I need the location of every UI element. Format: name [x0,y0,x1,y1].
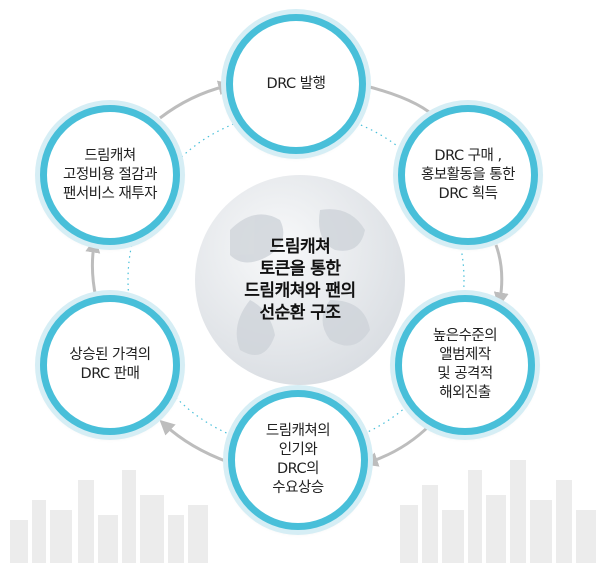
arrow-album-to-popularity [362,423,432,467]
node-album-overseas: 높은수준의 앨범제작 및 공격적 해외진출 [395,295,535,435]
node-label: 드림캐쳐 고정비용 절감과 팬서비스 재투자 [63,147,158,202]
center-title: 드림캐쳐 토큰을 통한 드림캐쳐와 팬의 선순환 구조 [244,237,356,323]
node-popularity-demand: 드림캐쳐의 인기와 DRC의 수요상승 [228,390,368,530]
arrow-acquire-to-album [493,244,509,308]
city-skyline [10,460,596,563]
node-drc-acquire: DRC 구매 , 홍보활동을 통한 DRC 획득 [398,105,538,245]
dotted-inner-ring [127,111,465,449]
node-label: 높은수준의 앨범제작 및 공격적 해외진출 [432,328,498,401]
arrow-issue-to-acquire [365,84,444,126]
node-drc-sale: 상승된 가격의 DRC 판매 [40,295,180,435]
globe-icon [195,175,405,385]
node-drc-issue: DRC 발행 [226,14,366,154]
node-label: 드림캐쳐의 인기와 DRC의 수요상승 [265,423,331,496]
center-title-box: 드림캐쳐 토큰을 통한 드림캐쳐와 팬의 선순환 구조 [200,220,400,340]
arrow-sale-to-reinvest [85,237,101,299]
arrow-reinvest-to-issue [159,80,234,120]
node-label: DRC 발행 [266,75,326,92]
node-label: 상승된 가격의 DRC 판매 [69,347,151,382]
cycle-arrows [85,80,509,467]
node-label: DRC 구매 , 홍보활동을 통한 DRC 획득 [421,147,516,202]
arrow-popularity-to-sale [159,419,229,464]
node-cost-reinvest: 드림캐쳐 고정비용 절감과 팬서비스 재투자 [40,105,180,245]
